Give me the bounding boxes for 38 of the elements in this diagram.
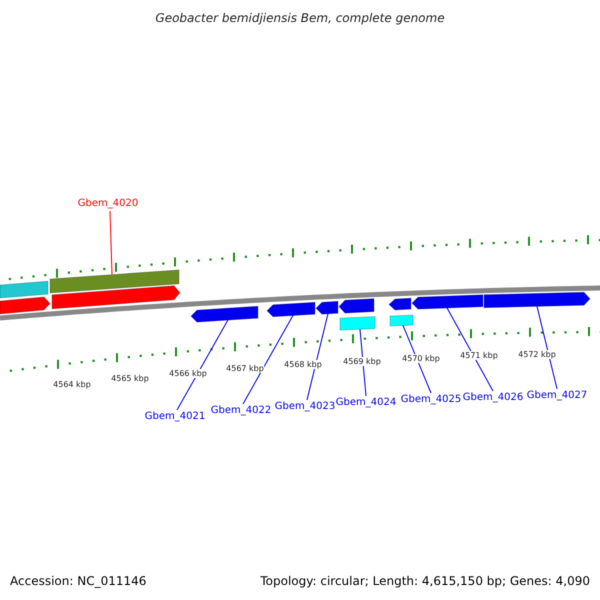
leader-line: [306, 313, 328, 400]
gene-label: Gbem_4025: [400, 394, 462, 405]
gene-block: [190, 306, 258, 323]
gene-label: Gbem_4024: [336, 397, 396, 408]
diagram-title: Geobacter bemidjiensis Bem, complete genome: [155, 11, 445, 25]
scale-label: 4568 kbp: [284, 360, 322, 369]
gene-label: Gbem_4020: [78, 198, 138, 209]
gene-label: Gbem_4027: [526, 390, 588, 401]
gene-label: Gbem_4023: [274, 401, 336, 412]
gene-block: [340, 316, 376, 331]
gene-label: Gbem_4021: [144, 411, 206, 422]
scale-label: 4564 kbp: [53, 380, 91, 389]
gene-block: [338, 298, 374, 314]
leader-line: [176, 319, 228, 410]
gene-block: [484, 292, 591, 308]
leader-line: [446, 307, 494, 392]
leader-line: [360, 328, 366, 396]
scale-label: 4571 kbp: [460, 351, 498, 360]
scale-label: 4567 kbp: [226, 364, 264, 373]
gene-block: [390, 314, 414, 326]
leader-line: [402, 324, 432, 394]
accession-text: Accession: NC_011146: [10, 574, 146, 588]
scale-label: 4572 kbp: [518, 350, 556, 359]
scale-label: 4566 kbp: [169, 369, 207, 378]
gene-block: [388, 298, 412, 310]
leader-line: [242, 314, 294, 404]
gene-block: [315, 300, 338, 315]
gene-block: [0, 296, 51, 314]
gene-label: Gbem_4022: [210, 405, 272, 416]
scale-label: 4570 kbp: [402, 354, 440, 363]
genome-info-text: Topology: circular; Length: 4,615,150 bp; Genes: 4,090: [260, 574, 590, 588]
gene-block: [50, 269, 180, 294]
leader-line: [536, 306, 558, 390]
scale-label: 4565 kbp: [111, 374, 149, 383]
leader-line: [110, 210, 112, 275]
gene-block: [0, 280, 48, 298]
gene-label: Gbem_4026: [462, 392, 524, 403]
scale-label: 4569 kbp: [343, 357, 381, 366]
